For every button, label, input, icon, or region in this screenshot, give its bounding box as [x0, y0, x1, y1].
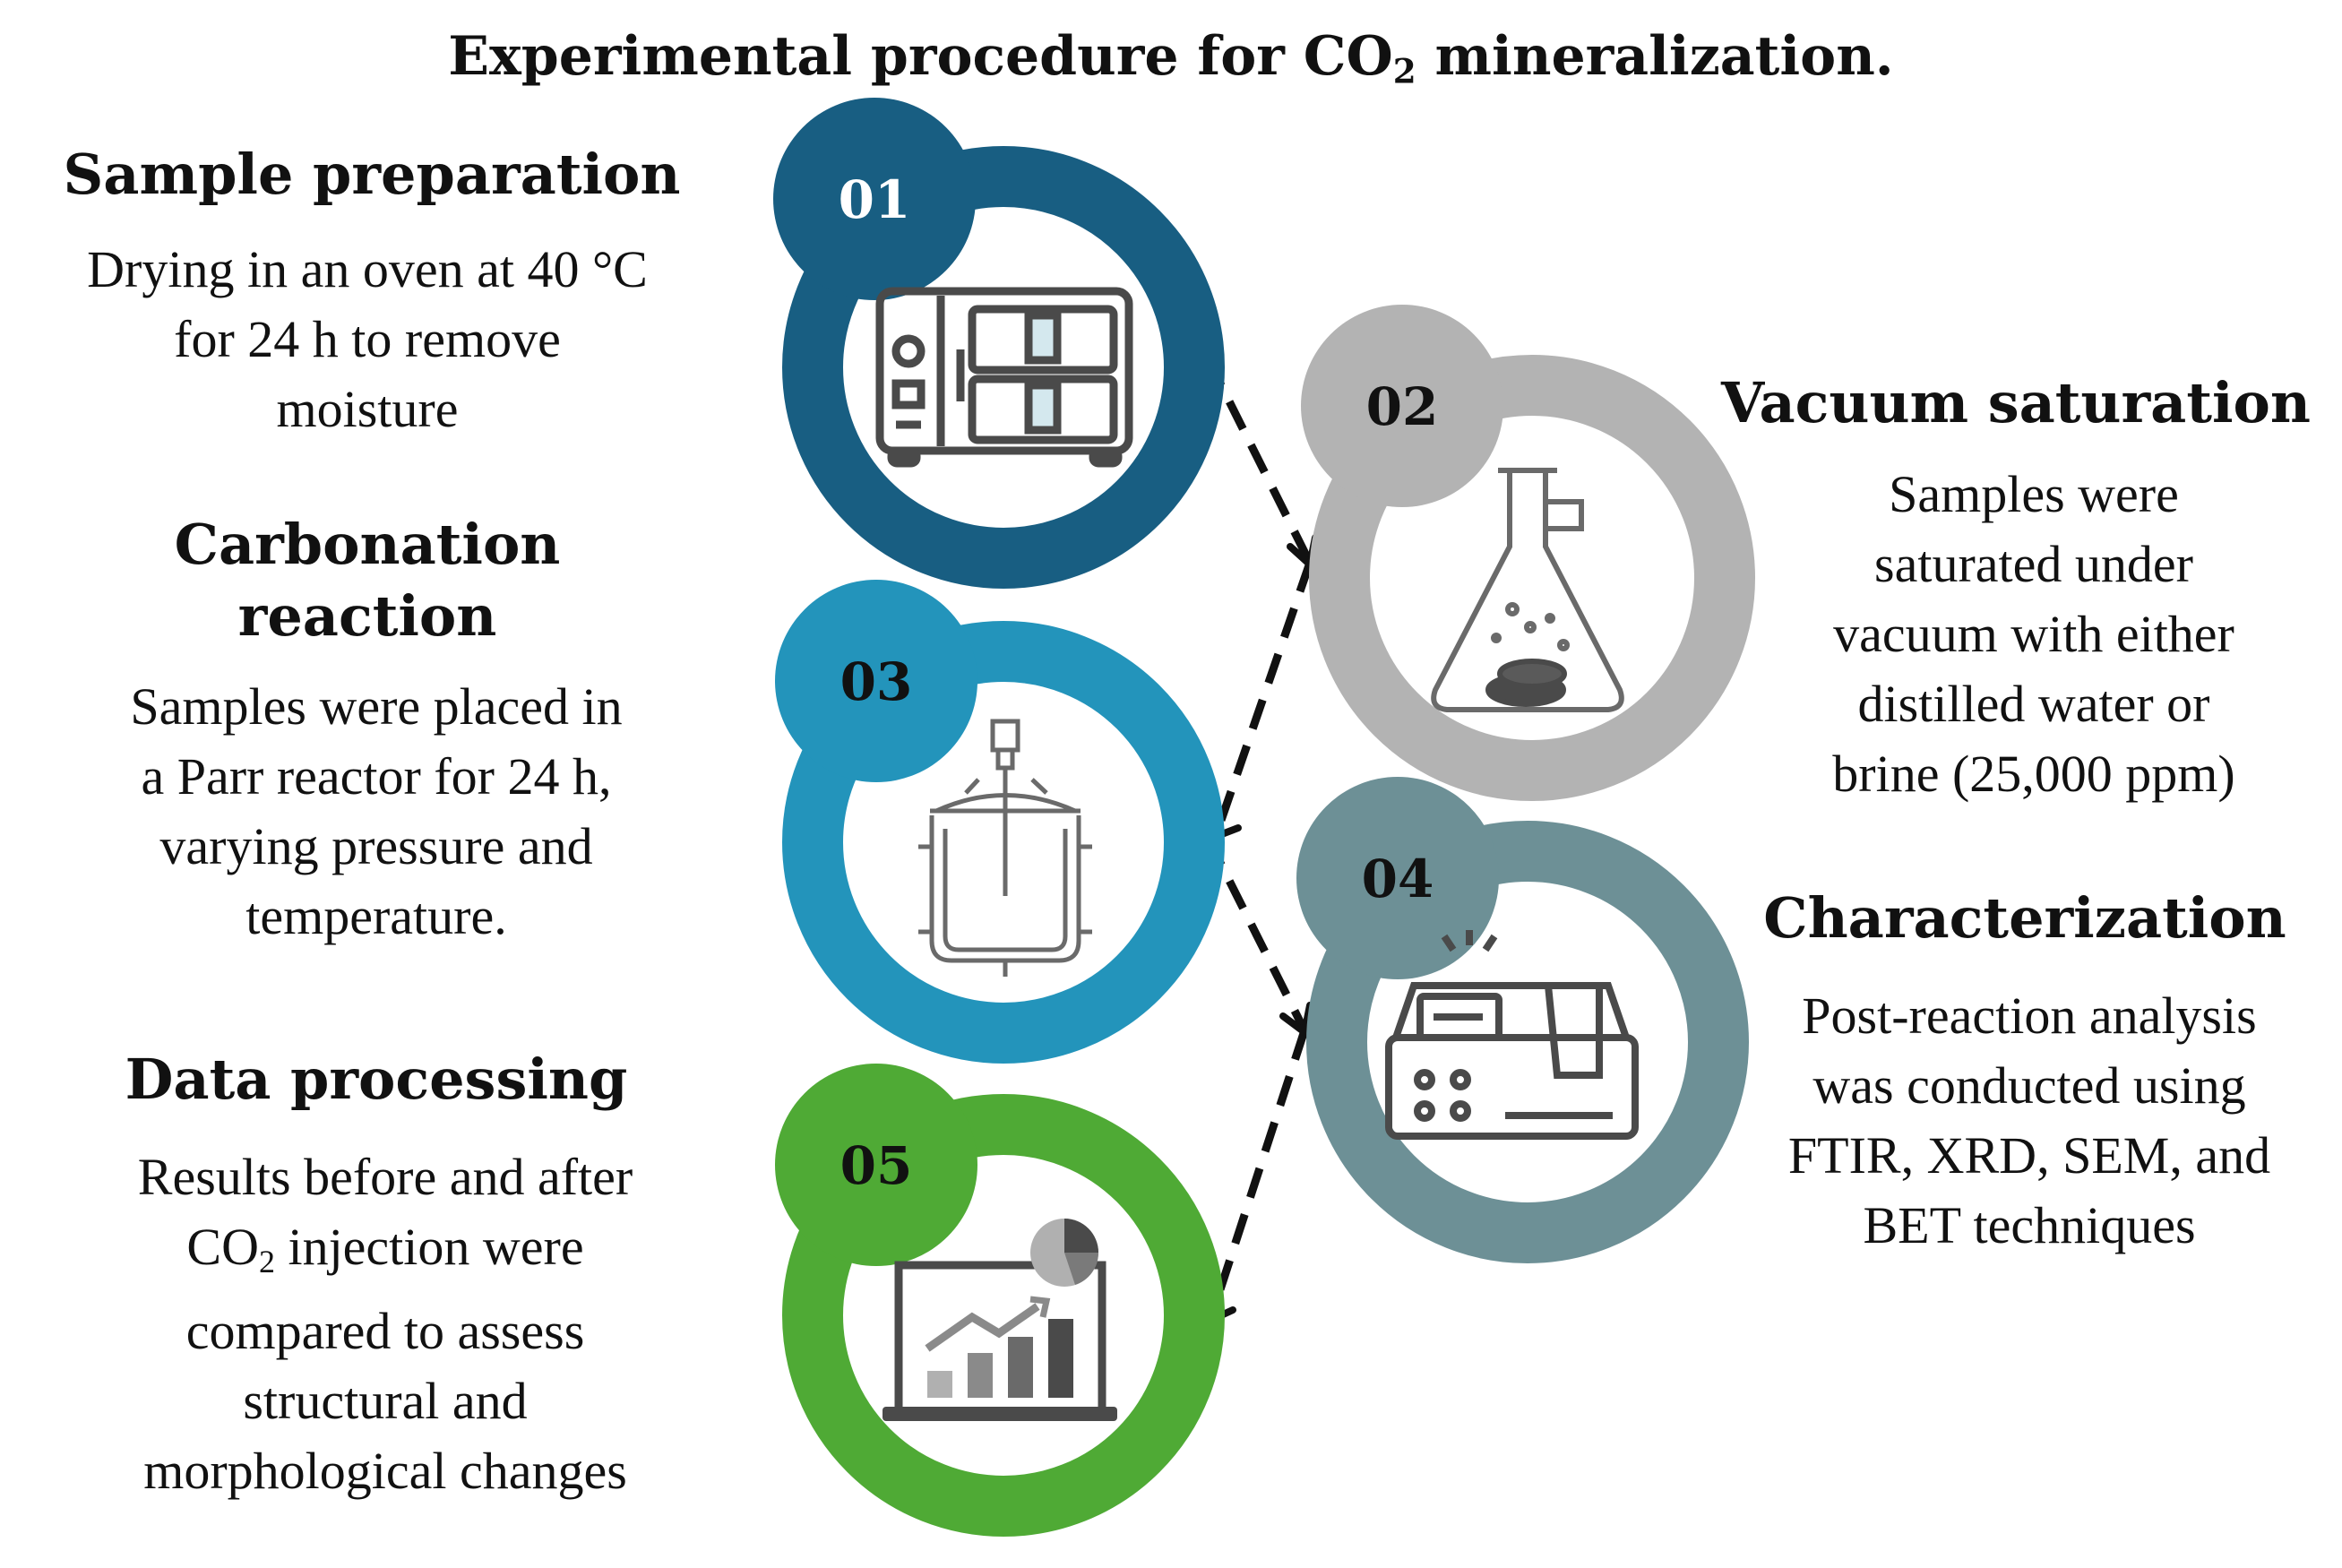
step2-desc-line: distilled water or [1857, 675, 2210, 733]
step1-node: 01 [773, 98, 1225, 589]
step3-number: 03 [840, 651, 913, 712]
step4-desc-line: BET techniques [1863, 1196, 2196, 1254]
arrow-04-to-05 [1207, 1029, 1309, 1319]
step1-ring [782, 146, 1225, 589]
step5-node: 05 [775, 1064, 1225, 1537]
step4-heading: Characterization [1763, 885, 2286, 951]
step5-desc-text: injection were [274, 1218, 584, 1276]
arrow-03-to-04 [1203, 835, 1309, 1033]
step1-desc-line: Drying in an oven at 40 °C [87, 240, 648, 298]
step5-ring [782, 1094, 1225, 1537]
step1-description: Drying in an oven at 40 °C for 24 h to r… [0, 235, 735, 444]
page-title: Experimental procedure for CO2 mineraliz… [0, 25, 2342, 90]
step1-number: 01 [839, 169, 911, 230]
step3-heading: Carbonation reaction [0, 509, 735, 652]
chart-laptop-icon [883, 1219, 1117, 1421]
step1-badge [773, 98, 976, 300]
step3-description: Samples were placed in a Parr reactor fo… [0, 672, 753, 952]
step2-number: 02 [1366, 376, 1439, 437]
step4-desc-line: was conducted using [1812, 1056, 2246, 1115]
step1-heading: Sample preparation [63, 142, 681, 207]
step4-desc-line: Post-reaction analysis [1802, 986, 2257, 1045]
step3-ring [782, 621, 1225, 1064]
step5-desc-subscript: 2 [258, 1243, 275, 1279]
step4-number: 04 [1362, 849, 1434, 909]
step5-description: Results before and after CO2 injection w… [0, 1142, 771, 1506]
step3-badge [775, 580, 977, 782]
step5-desc-line: morphological changes [143, 1441, 627, 1500]
step1-desc-line: for 24 h to remove [174, 310, 561, 368]
arrow-02-to-03 [1212, 561, 1314, 835]
step2-ring [1309, 355, 1755, 801]
step2-node: 02 [1301, 305, 1755, 801]
step4-ring [1306, 821, 1749, 1263]
step3-desc-line: temperature. [245, 887, 507, 945]
step3-desc-line: a Parr reactor for 24 h, [141, 747, 612, 806]
reactor-icon [918, 719, 1092, 977]
step4-node: 04 [1296, 777, 1749, 1263]
oven-icon [875, 287, 1133, 468]
title-text: Experimental procedure for CO [448, 25, 1393, 88]
step3-node: 03 [775, 580, 1225, 1064]
step5-desc-line: compared to assess [185, 1301, 585, 1360]
step5-number: 05 [840, 1135, 913, 1196]
step5-heading: Data processing [125, 1047, 628, 1112]
arrow-heads [1202, 534, 1319, 1326]
step2-description: Samples were saturated under vacuum with… [1738, 460, 2329, 809]
step2-desc-line: vacuum with either [1833, 605, 2234, 663]
title-subscript: 2 [1392, 51, 1416, 91]
step5-desc-line: Results before and after [137, 1148, 633, 1206]
step3-desc-line: varying pressure and [159, 817, 593, 875]
flow-arrows [1203, 356, 1314, 1319]
analyzer-icon [1385, 930, 1639, 1140]
step3-heading-line: Carbonation [174, 512, 561, 577]
step5-desc-text: CO [186, 1218, 259, 1276]
step5-desc-line: structural and [243, 1371, 528, 1430]
step1-desc-line: moisture [276, 380, 459, 438]
step3-desc-line: Samples were placed in [130, 677, 623, 736]
step2-badge [1301, 305, 1503, 507]
step3-heading-line: reaction [237, 583, 497, 649]
title-text-end: mineralization. [1416, 25, 1894, 88]
step4-description: Post-reaction analysis was conducted usi… [1720, 981, 2338, 1261]
step2-desc-line: brine (25,000 ppm) [1832, 745, 2235, 803]
step2-desc-line: Samples were [1889, 465, 2179, 523]
step5-badge [775, 1064, 977, 1266]
arrow-01-to-02 [1203, 356, 1314, 565]
flask-icon [1431, 468, 1624, 712]
step4-desc-line: FTIR, XRD, SEM, and [1787, 1126, 2271, 1185]
step4-badge [1296, 777, 1499, 979]
step2-heading: Vacuum saturation [1721, 370, 2311, 435]
step5-desc-line: CO2 injection were [0, 1212, 771, 1297]
step2-desc-line: saturated under [1874, 535, 2193, 593]
